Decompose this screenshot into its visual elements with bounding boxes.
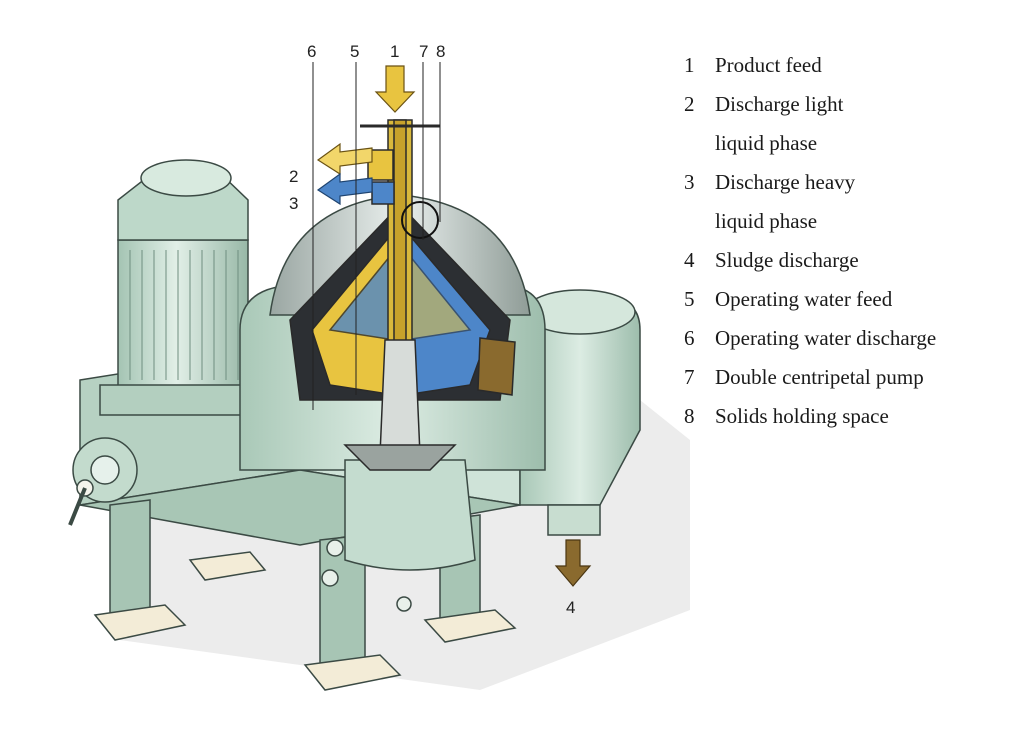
legend-number: 7	[684, 365, 695, 389]
leader-lines	[312, 62, 441, 410]
legend-item: 5 Operating water feed	[684, 280, 1014, 319]
legend-number: 2	[684, 92, 695, 116]
legend-label: Operating water discharge	[715, 326, 937, 350]
sludge-hopper	[519, 289, 641, 536]
legend-item-continuation: liquid phase	[684, 202, 1014, 241]
legend-label: liquid phase	[715, 131, 818, 155]
legend-label: liquid phase	[715, 209, 818, 233]
legend-item: 1 Product feed	[684, 46, 1014, 85]
sludge-discharge-arrow	[554, 539, 592, 587]
legend-number: 3	[684, 170, 695, 194]
legend-item: 2 Discharge light	[684, 85, 1014, 124]
legend-number: 1	[684, 53, 695, 77]
light-phase-arrow	[316, 142, 373, 176]
legend-label: Double centripetal pump	[715, 365, 924, 389]
legend: 1 Product feed 2 Discharge light liquid …	[684, 46, 1014, 436]
callout-7: 7	[419, 42, 428, 61]
callout-1: 1	[390, 42, 399, 61]
legend-label: Sludge discharge	[715, 248, 859, 272]
legend-number: 8	[684, 404, 695, 428]
legend-label: Product feed	[715, 53, 822, 77]
heavy-phase-arrow	[316, 172, 373, 206]
legend-item: 6 Operating water discharge	[684, 319, 1014, 358]
legend-number: 5	[684, 287, 695, 311]
legend-item: 7 Double centripetal pump	[684, 358, 1014, 397]
legend-item: 3 Discharge heavy	[684, 163, 1014, 202]
legend-label: Operating water feed	[715, 287, 893, 311]
callout-2: 2	[289, 167, 298, 186]
legend-item: 8 Solids holding space	[684, 397, 1014, 436]
callout-6: 6	[307, 42, 316, 61]
cutaway-section	[289, 119, 516, 471]
legend-label: Discharge heavy	[715, 170, 856, 194]
callout-4: 4	[566, 598, 575, 617]
callout-5: 5	[350, 42, 359, 61]
legend-item-continuation: liquid phase	[684, 124, 1014, 163]
legend-label: Discharge light	[715, 92, 844, 116]
legend-number: 4	[684, 248, 695, 272]
callout-8: 8	[436, 42, 445, 61]
product-feed-arrow	[374, 65, 416, 113]
gear-housing	[68, 437, 138, 526]
legend-number: 6	[684, 326, 695, 350]
callout-3: 3	[289, 194, 298, 213]
electric-motor	[99, 159, 266, 416]
legend-label: Solids holding space	[715, 404, 889, 428]
legend-item: 4 Sludge discharge	[684, 241, 1014, 280]
